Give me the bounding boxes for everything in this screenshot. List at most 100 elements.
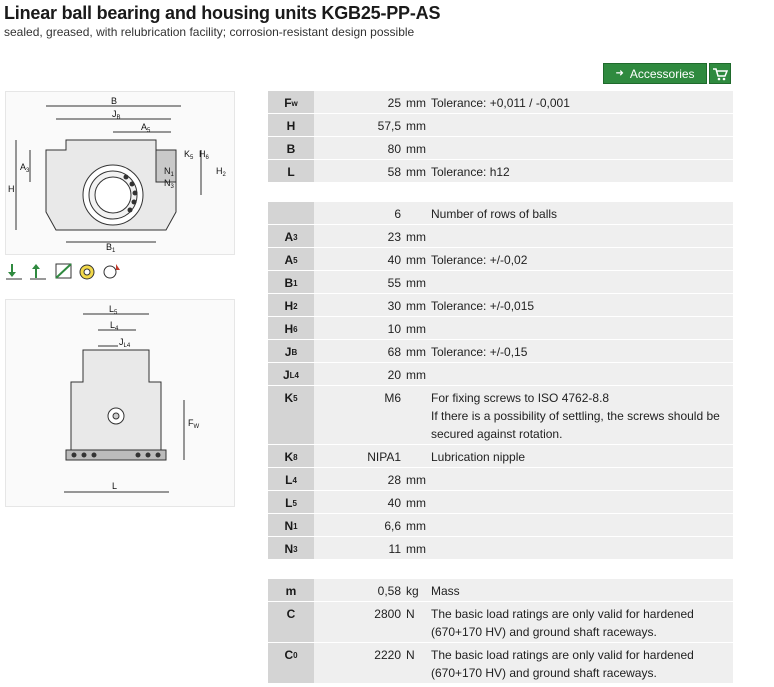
param-note [415,489,733,513]
param-note: For fixing screws to ISO 4762-8.8 If the… [431,391,720,441]
misalignment-icon [54,262,74,280]
dim-label: A3 [20,162,30,174]
param-value: 55 [387,276,401,290]
param-value: 0,58 [377,584,401,598]
relubrication-icon [102,262,122,280]
arrow-right-icon: ➜ [615,68,624,79]
add-to-cart-button[interactable] [709,63,731,84]
param-note: The basic load ratings are only valid fo… [431,607,694,639]
load-up-icon [30,262,50,280]
dim-label: H [8,184,15,194]
dim-label: FW [188,418,200,430]
table-row: m 0,58 kg Mass [268,579,733,602]
param-note [415,361,733,385]
param-value: 23 [387,230,401,244]
param-note [415,112,733,136]
param-value: 11 [388,542,401,556]
param-value: 2220 [374,648,401,662]
param-note: Tolerance: h12 [431,165,510,179]
param-key: L [268,160,314,182]
param-value: 28 [387,473,401,487]
dim-label: JL4 [119,337,131,349]
param-note: Tolerance: +/-0,02 [431,253,528,267]
load-ratings-table: m 0,58 kg Mass C 2800 N The basic load r… [268,579,733,684]
side-section-drawing: L5 L4 JL4 FW L [5,299,235,507]
dim-label: A5 [141,122,151,134]
param-value: 68 [387,345,401,359]
dim-label: H6 [199,149,210,161]
param-key: H [268,114,314,136]
param-note: Tolerance: +0,011 / -0,001 [431,96,570,110]
param-value: NIPA1 [367,450,401,464]
param-unit: mm [406,142,426,156]
param-unit: mm [406,496,426,510]
param-value: 40 [387,253,401,267]
param-note [415,466,733,490]
param-note: Tolerance: +/-0,015 [431,299,535,313]
param-unit: kg [406,584,419,598]
param-unit: mm [406,519,426,533]
accessories-label: Accessories [629,66,695,81]
param-note [415,315,733,339]
param-unit: mm [406,165,426,179]
param-note [415,223,733,247]
param-unit [403,202,415,224]
load-down-icon [6,262,26,280]
page-subtitle: sealed, greased, with relubrication faci… [4,25,415,39]
param-note: Lubrication nipple [431,450,526,464]
param-note: The basic load ratings are only valid fo… [431,648,694,680]
dim-label: N3 [164,178,175,190]
param-note [415,535,733,559]
param-unit: mm [406,473,426,487]
param-unit: N [406,648,415,662]
table-row: B 80 mm [268,137,733,160]
accessories-button[interactable]: ➜ Accessories [603,63,707,84]
param-value: 6,6 [384,519,401,533]
param-note [415,269,733,293]
cart-icon [713,67,728,80]
param-key: C [268,602,314,642]
param-unit: mm [406,276,426,290]
param-value: 2800 [374,607,401,621]
dim-label: L5 [109,304,118,316]
dim-label: N1 [164,166,175,178]
param-value: 40 [387,496,401,510]
param-value: 25 [387,96,401,110]
feature-icons [6,262,122,280]
param-note [415,135,733,159]
dim-label: JB [112,109,121,121]
param-value: 30 [387,299,401,313]
param-unit: mm [406,230,426,244]
param-key: m [268,579,314,601]
param-value: 58 [387,165,401,179]
param-unit [403,386,415,444]
page-title: Linear ball bearing and housing units KG… [4,3,441,23]
table-row: L 58 mm Tolerance: h12 [268,160,733,183]
